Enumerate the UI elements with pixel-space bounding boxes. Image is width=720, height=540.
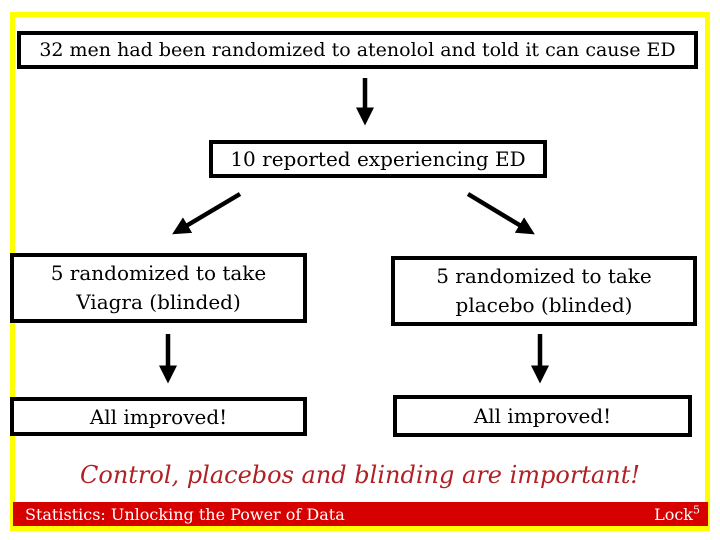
footer-authors-superscript: 5: [693, 503, 700, 517]
footer-book-title: Statistics: Unlocking the Power of Data: [25, 504, 345, 524]
slide-tagline: Control, placebos and blinding are impor…: [80, 461, 640, 489]
slide-footer-bar: Statistics: Unlocking the Power of Data …: [13, 502, 708, 526]
flow-box-placebo-result: All improved!: [393, 395, 692, 437]
flow-box-placebo-line1: 5 randomized to take: [436, 264, 652, 288]
flow-box-placebo-group: 5 randomized to take placebo (blinded): [391, 256, 697, 326]
flow-box-placebo-line2: placebo (blinded): [455, 293, 633, 317]
footer-authors-credit: Lock5: [654, 503, 700, 524]
flow-box-viagra-result-text: All improved!: [89, 404, 228, 429]
flow-box-viagra-line1: 5 randomized to take: [50, 261, 267, 285]
flow-box-randomized: 32 men had been randomized to atenolol a…: [17, 31, 698, 69]
flow-box-viagra-line2: Viagra (blinded): [76, 290, 241, 314]
flow-box-randomized-text: 32 men had been randomized to atenolol a…: [39, 39, 676, 61]
flow-box-placebo-result-text: All improved!: [473, 404, 612, 428]
flow-box-reported-ed-text: 10 reported experiencing ED: [230, 147, 526, 171]
flow-box-viagra-group: 5 randomized to take Viagra (blinded): [10, 253, 307, 323]
flow-box-viagra-result: All improved!: [10, 397, 307, 436]
footer-authors-name: Lock: [654, 504, 693, 524]
flow-box-reported-ed: 10 reported experiencing ED: [209, 140, 547, 178]
